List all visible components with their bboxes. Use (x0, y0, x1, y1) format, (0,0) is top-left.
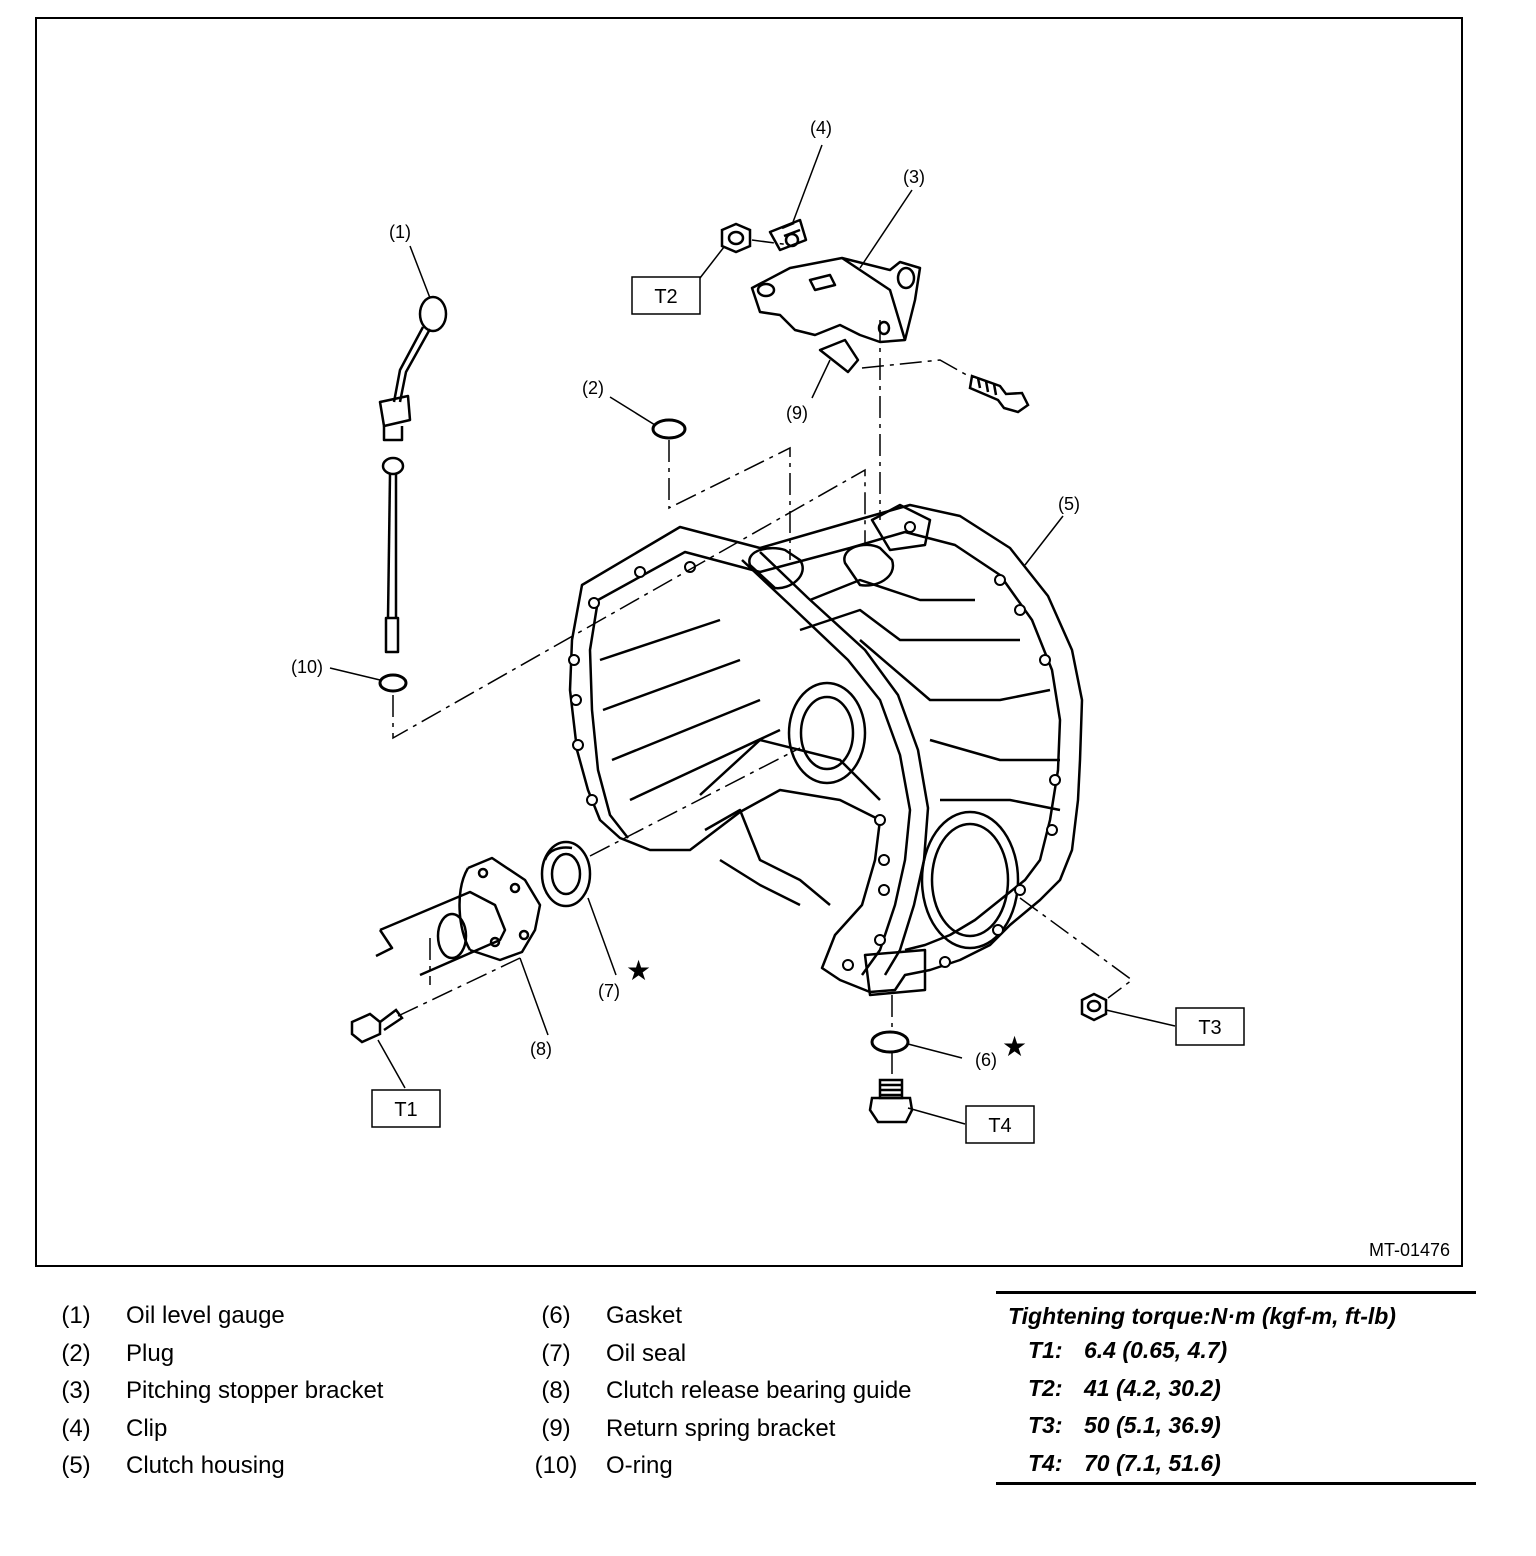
gasket-drawing (870, 1030, 910, 1054)
torque-row: T2: 41 (4.2, 30.2) (996, 1370, 1476, 1408)
legend-item: (7) Oil seal (532, 1335, 912, 1373)
legend-item: (4) Clip (58, 1410, 383, 1448)
clutch-release-bearing-guide-drawing (375, 856, 542, 977)
t3-nut-drawing (1080, 992, 1108, 1022)
torque-value: 6.4 (0.65, 4.7) (1084, 1337, 1228, 1363)
clutch-housing-drawing (568, 503, 1084, 997)
torque-row: T3: 50 (5.1, 36.9) (996, 1407, 1476, 1445)
plug-drawing (651, 418, 687, 440)
callout-1: (1) (389, 222, 411, 242)
legend-item-name: Clutch release bearing guide (606, 1377, 912, 1404)
torque-code: T4: (1028, 1449, 1063, 1476)
legend-item-number: (8) (541, 1377, 571, 1404)
legend-item: (3) Pitching stopper bracket (58, 1372, 383, 1410)
legend-item: (9) Return spring bracket (532, 1410, 912, 1448)
svg-text:T4: T4 (988, 1115, 1011, 1137)
legend-item-number: (1) (61, 1302, 91, 1329)
legend-item-number: (4) (61, 1414, 91, 1442)
torque-code: T2: (1028, 1374, 1063, 1401)
callout-6: (6) (975, 1050, 997, 1070)
callout-8: (8) (530, 1039, 552, 1059)
legend-item: (2) Plug (58, 1335, 383, 1373)
legend-item-number: (3) (61, 1377, 91, 1404)
torque-tag-t2: T2 (631, 276, 701, 315)
legend-item-name: Oil seal (606, 1339, 687, 1367)
legend-item: (10) O-ring (532, 1447, 912, 1485)
torque-value: 41 (4.2, 30.2) (1084, 1374, 1221, 1401)
parts-legend-column-left: (1) Oil level gauge (2) Plug (3) Pitchin… (58, 1297, 383, 1485)
svg-text:T3: T3 (1198, 1017, 1221, 1039)
torque-code: T3: (1028, 1412, 1063, 1438)
callout-4: (4) (810, 118, 832, 138)
parts-legend-column-right: (6) Gasket (7) Oil seal (8) Clutch relea… (532, 1297, 912, 1485)
torque-value: 70 (7.1, 51.6) (1084, 1449, 1221, 1476)
torque-value: 50 (5.1, 36.9) (1084, 1412, 1221, 1438)
legend-item-number: (5) (61, 1452, 91, 1479)
legend-item-name: Plug (126, 1339, 175, 1367)
legend-item-name: O-ring (606, 1452, 673, 1479)
assembly-lines (392, 239, 1134, 1078)
star-mark-6: ★ (1002, 1031, 1027, 1062)
leader-lines (329, 144, 1176, 1125)
legend-item-name: Oil level gauge (126, 1302, 285, 1329)
legend-item-number: (10) (534, 1452, 578, 1479)
t2-nut-drawing (720, 222, 752, 254)
o-ring-drawing (378, 673, 408, 693)
diagram-frame (35, 17, 1463, 1267)
torque-tag-t1: T1 (371, 1089, 441, 1128)
figure-id: MT-01476 (1369, 1240, 1450, 1260)
callout-labels: (1) (2) (3) (4) (5) (6) (7) (8) (9) (10) (291, 118, 1080, 1070)
housing-bolt-holes (568, 521, 1061, 971)
legend-item: (1) Oil level gauge (58, 1297, 383, 1335)
torque-table-title: Tightening torque:N·m (kgf-m, ft-lb) (1008, 1303, 1396, 1329)
torque-code: T1: (1028, 1337, 1063, 1363)
t4-drain-plug-drawing (868, 1078, 914, 1124)
legend-item-number: (9) (541, 1414, 571, 1442)
callout-10: (10) (291, 657, 323, 677)
callout-7: (7) (598, 981, 620, 1001)
callout-5: (5) (1058, 494, 1080, 514)
tightening-torque-table: Tightening torque:N·m (kgf-m, ft-lb) T1:… (996, 1291, 1476, 1485)
callout-3: (3) (903, 167, 925, 187)
legend-item-name: Pitching stopper bracket (126, 1377, 384, 1404)
legend-item-name: Clutch housing (126, 1452, 285, 1479)
legend-item-name: Clip (126, 1414, 168, 1442)
torque-tag-t3: T3 (1175, 1007, 1245, 1046)
oil-seal-drawing (540, 840, 592, 908)
torque-row: T4: 70 (7.1, 51.6) (996, 1445, 1476, 1483)
t1-bolt-drawing (350, 1008, 404, 1044)
star-mark-7: ★ (626, 955, 651, 986)
bracket-bolt-drawing (968, 374, 1030, 414)
legend-item: (6) Gasket (532, 1297, 912, 1335)
svg-text:T1: T1 (394, 1099, 417, 1121)
callout-9: (9) (786, 403, 808, 423)
legend-item: (8) Clutch release bearing guide (532, 1372, 912, 1410)
legend-item-name: Gasket (606, 1302, 683, 1329)
callout-2: (2) (582, 378, 604, 398)
torque-row: T1: 6.4 (0.65, 4.7) (996, 1332, 1476, 1370)
torque-tag-t4: T4 (965, 1105, 1035, 1144)
legend-item-number: (2) (61, 1339, 91, 1367)
pitching-stopper-bracket-drawing (750, 218, 922, 374)
legend-item-number: (7) (541, 1339, 571, 1367)
legend-item-number: (6) (541, 1302, 571, 1329)
svg-text:T2: T2 (654, 286, 677, 308)
oil-level-gauge-drawing (378, 295, 448, 654)
legend-item-name: Return spring bracket (606, 1414, 836, 1442)
legend-item: (5) Clutch housing (58, 1447, 383, 1485)
